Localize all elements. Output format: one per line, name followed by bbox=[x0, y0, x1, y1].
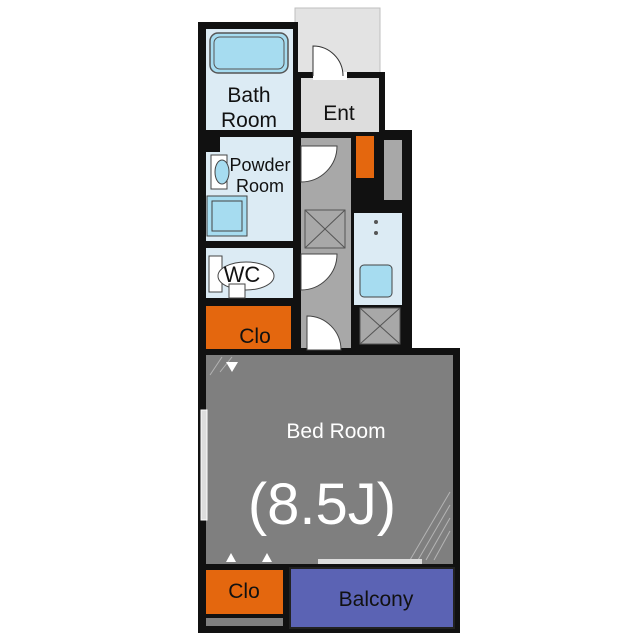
bedroom-label: Bed Room bbox=[286, 420, 385, 443]
bedroom-hatching bbox=[209, 356, 451, 561]
washing-machine-icon bbox=[206, 195, 248, 237]
closet-upper bbox=[206, 306, 291, 349]
entrance-label: Ent bbox=[323, 102, 355, 125]
bedroom bbox=[206, 355, 453, 564]
closet-lower-label: Clo bbox=[228, 580, 260, 603]
bath-room-label: Bath bbox=[227, 84, 270, 107]
bath-room-label: Room bbox=[221, 109, 277, 132]
bedroom-size: (8.5J) bbox=[248, 472, 396, 537]
closet-lower bbox=[206, 570, 283, 614]
closet-door-swing-icon bbox=[262, 553, 272, 562]
entry-door-swing-icon bbox=[312, 45, 344, 77]
wc-door-swing-icon bbox=[300, 253, 338, 291]
shoe-cabinet bbox=[356, 136, 374, 178]
balcony-door bbox=[318, 559, 422, 564]
kitchen-sink-icon bbox=[359, 264, 393, 298]
sink-icon bbox=[214, 159, 230, 185]
powder-door-swing-icon bbox=[300, 145, 338, 183]
bathtub-icon bbox=[209, 32, 289, 74]
powder-room-label: Powder bbox=[229, 155, 290, 175]
wc-label: WC bbox=[224, 262, 261, 287]
closet-door-swing-icon bbox=[226, 553, 236, 562]
stove-burner-icon bbox=[374, 231, 378, 235]
balcony-label: Balcony bbox=[339, 588, 414, 611]
toilet-icon bbox=[217, 261, 275, 291]
window bbox=[200, 409, 208, 521]
stove-burner-icon bbox=[374, 220, 378, 224]
bedroom-door-swing-icon bbox=[306, 315, 342, 351]
balcony bbox=[289, 567, 455, 629]
powder-room-label: Room bbox=[236, 176, 284, 196]
entrance bbox=[301, 78, 379, 132]
closet-door-swing-icon bbox=[226, 362, 238, 372]
closet-upper-label: Clo bbox=[239, 325, 271, 348]
